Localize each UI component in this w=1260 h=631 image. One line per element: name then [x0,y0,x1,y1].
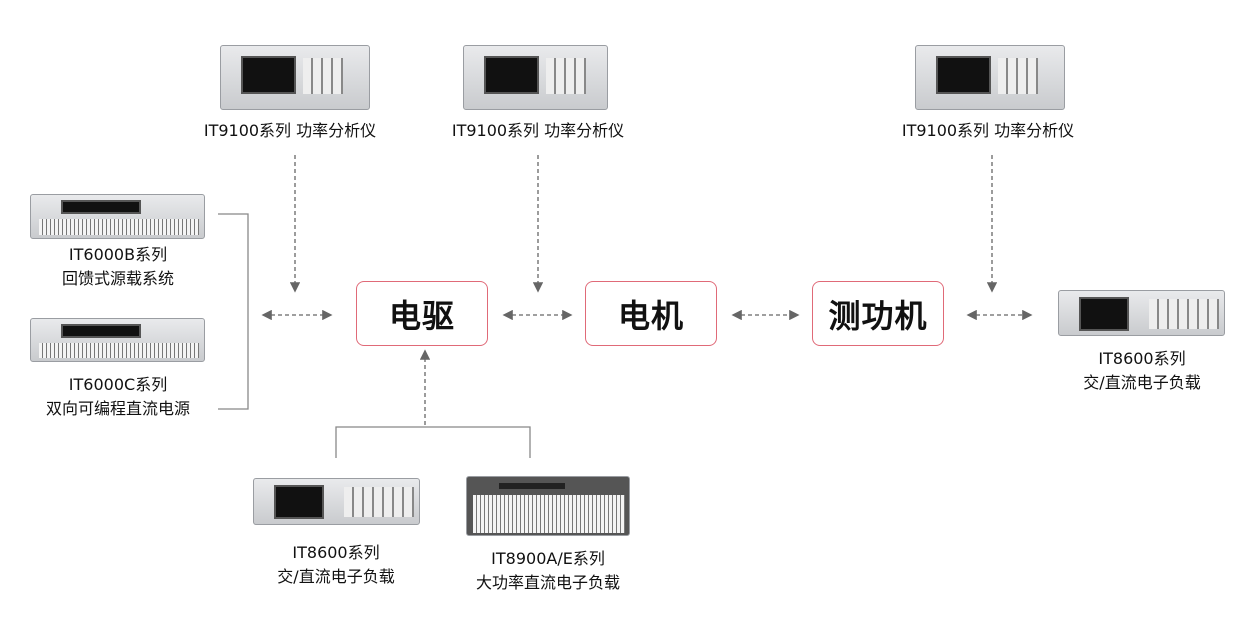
it6000c-image [30,318,205,362]
it6000c-desc: 双向可编程直流电源 [45,399,191,418]
analyzer-image-2 [463,45,608,110]
it8900-model: IT8900A/E系列 [491,549,605,568]
it8900-desc: 大功率直流电子负载 [475,573,621,592]
left-bracket [218,213,249,410]
it8600-right-model: IT8600系列 [1098,349,1186,368]
it6000b-model: IT6000B系列 [68,245,168,264]
it8600-bottom-image [253,478,420,525]
node-motor: 电机 [585,281,717,346]
node-drive: 电驱 [356,281,488,346]
it8600-bottom-model: IT8600系列 [292,543,380,562]
it8900-image [466,476,630,536]
analyzer-image-1 [220,45,370,110]
analyzer-label-2: IT9100系列 功率分析仪 [451,121,625,140]
bottom-bracket [335,426,531,458]
analyzer-label-1: IT9100系列 功率分析仪 [203,121,377,140]
node-dyno: 测功机 [812,281,944,346]
it6000b-desc: 回馈式源载系统 [61,269,175,288]
it8600-bottom-desc: 交/直流电子负载 [277,567,395,586]
it8600-right-image [1058,290,1225,336]
analyzer-label-3: IT9100系列 功率分析仪 [901,121,1075,140]
analyzer-image-3 [915,45,1065,110]
it8600-right-desc: 交/直流电子负载 [1083,373,1201,392]
it6000c-model: IT6000C系列 [68,375,168,394]
it6000b-image [30,194,205,239]
